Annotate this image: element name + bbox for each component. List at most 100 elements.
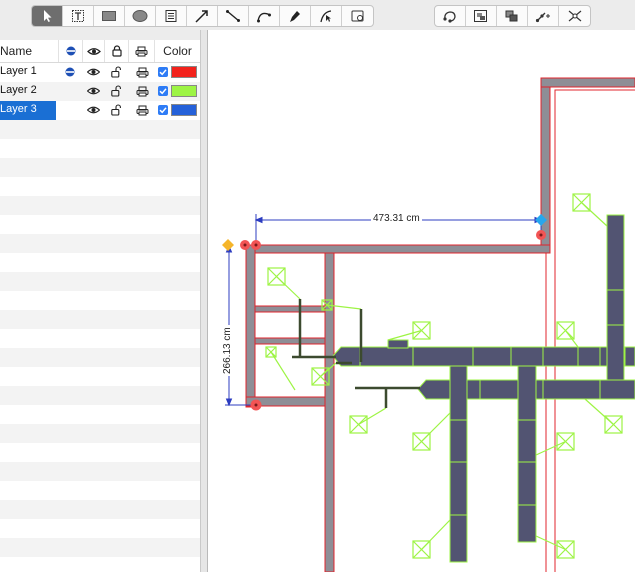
duct-main-upper[interactable] — [332, 346, 621, 367]
arc-tool-button[interactable] — [249, 6, 280, 26]
drawing-tools-group — [31, 5, 374, 27]
duct-branch[interactable] — [517, 365, 537, 543]
ducts[interactable] — [332, 214, 635, 563]
wall-segment[interactable] — [540, 77, 635, 88]
layer-checkbox[interactable] — [158, 105, 168, 115]
visibility-eye-icon[interactable] — [85, 103, 101, 117]
diffuser[interactable] — [321, 299, 362, 311]
diffuser[interactable] — [349, 407, 387, 434]
wall-segment[interactable] — [254, 305, 326, 313]
layer-row[interactable]: Layer 1 — [0, 63, 200, 82]
line-tool-button[interactable] — [218, 6, 249, 26]
unlock-icon[interactable] — [108, 103, 124, 117]
layer-checkbox[interactable] — [158, 86, 168, 96]
duct-segment[interactable] — [624, 346, 635, 367]
duct-branch[interactable] — [449, 365, 468, 563]
duct-fitting[interactable] — [387, 339, 409, 349]
wall-segment[interactable] — [245, 244, 256, 408]
text-tool-button[interactable] — [63, 6, 94, 26]
add-point-button[interactable] — [528, 6, 559, 26]
note-tool-button[interactable] — [156, 6, 187, 26]
layer-name[interactable]: Layer 1 — [0, 65, 37, 77]
diffuser[interactable] — [311, 362, 337, 386]
selection-handles[interactable] — [222, 214, 547, 411]
name-column-header[interactable]: Name — [0, 44, 33, 58]
vertical-dimension-label: 266.13 cm — [222, 325, 233, 376]
diffuser[interactable] — [412, 519, 451, 559]
drawing-canvas[interactable]: 473.31 cm 266.13 cm — [208, 30, 635, 572]
layer-color-swatch[interactable] — [171, 104, 197, 116]
panel-splitter[interactable] — [200, 30, 208, 572]
group-button[interactable] — [466, 6, 497, 26]
floor-plan-drawing[interactable] — [208, 30, 635, 572]
print-icon[interactable] — [128, 40, 154, 62]
visibility-eye-icon[interactable] — [85, 84, 101, 98]
toolbar — [0, 0, 635, 30]
unlock-icon[interactable] — [108, 84, 124, 98]
active-layer-icon[interactable] — [58, 40, 82, 62]
arrow-tool-icon — [195, 10, 208, 23]
rotate-path-icon — [443, 11, 456, 23]
empty-row — [0, 234, 200, 253]
ellipse-tool-button[interactable] — [125, 6, 156, 26]
diffuser[interactable] — [265, 346, 296, 391]
layer-color-swatch[interactable] — [171, 85, 197, 97]
empty-row — [0, 348, 200, 367]
diffuser[interactable] — [535, 432, 575, 456]
empty-row — [0, 424, 200, 443]
ungroup-icon — [505, 10, 518, 22]
walls[interactable] — [245, 77, 635, 572]
ungroup-button[interactable] — [497, 6, 528, 26]
split-path-button[interactable] — [559, 6, 590, 26]
visibility-eye-icon[interactable] — [85, 65, 101, 79]
bezier-tool-button[interactable] — [311, 6, 342, 26]
rotate-path-button[interactable] — [435, 6, 466, 26]
layer-row[interactable]: Layer 2 — [0, 82, 200, 101]
bezier-tool-icon — [320, 10, 332, 23]
empty-row — [0, 196, 200, 215]
diffuser[interactable] — [572, 193, 608, 227]
diffuser[interactable] — [412, 412, 451, 451]
visibility-eye-icon[interactable] — [82, 40, 104, 62]
layer-name[interactable]: Layer 3 — [0, 101, 56, 120]
note-tool-icon — [165, 10, 177, 22]
selected-handle[interactable] — [535, 214, 547, 226]
empty-row — [0, 82, 200, 101]
print-icon[interactable] — [134, 84, 150, 98]
layers-header: Name Color — [0, 40, 200, 63]
empty-row — [0, 386, 200, 405]
group-icon — [474, 10, 487, 22]
diffuser[interactable] — [556, 321, 579, 348]
diffuser[interactable] — [267, 267, 301, 300]
empty-row — [0, 120, 200, 139]
wall-segment[interactable] — [324, 252, 335, 572]
split-path-icon — [568, 10, 581, 22]
layer-name[interactable]: Layer 2 — [0, 84, 37, 96]
pen-tool-icon — [290, 11, 300, 22]
print-icon[interactable] — [134, 103, 150, 117]
wall-segment[interactable] — [254, 337, 326, 345]
active-layer-icon[interactable] — [62, 65, 78, 79]
pipe-connections[interactable] — [292, 299, 420, 408]
arrow-tool-button[interactable] — [187, 6, 218, 26]
empty-row — [0, 500, 200, 519]
anchor-handle[interactable] — [222, 239, 234, 251]
print-icon[interactable] — [134, 65, 150, 79]
pointer-button[interactable] — [32, 6, 63, 26]
color-column-header[interactable]: Color — [154, 40, 200, 62]
diffuser[interactable] — [387, 321, 431, 341]
pen-tool-button[interactable] — [280, 6, 311, 26]
diffuser[interactable] — [584, 398, 623, 434]
rectangle-tool-button[interactable] — [94, 6, 125, 26]
layer-row[interactable]: Layer 3 — [0, 101, 200, 120]
diffusers[interactable] — [265, 193, 623, 559]
duct-branch[interactable] — [606, 214, 625, 381]
lock-icon[interactable] — [104, 40, 128, 62]
shape-library-button[interactable] — [342, 6, 373, 26]
wall-segment[interactable] — [245, 244, 551, 254]
layer-color-swatch[interactable] — [171, 66, 197, 78]
path-tools-group — [434, 5, 591, 27]
layer-checkbox[interactable] — [158, 67, 168, 77]
diffuser[interactable] — [535, 535, 575, 559]
unlock-icon[interactable] — [108, 65, 124, 79]
